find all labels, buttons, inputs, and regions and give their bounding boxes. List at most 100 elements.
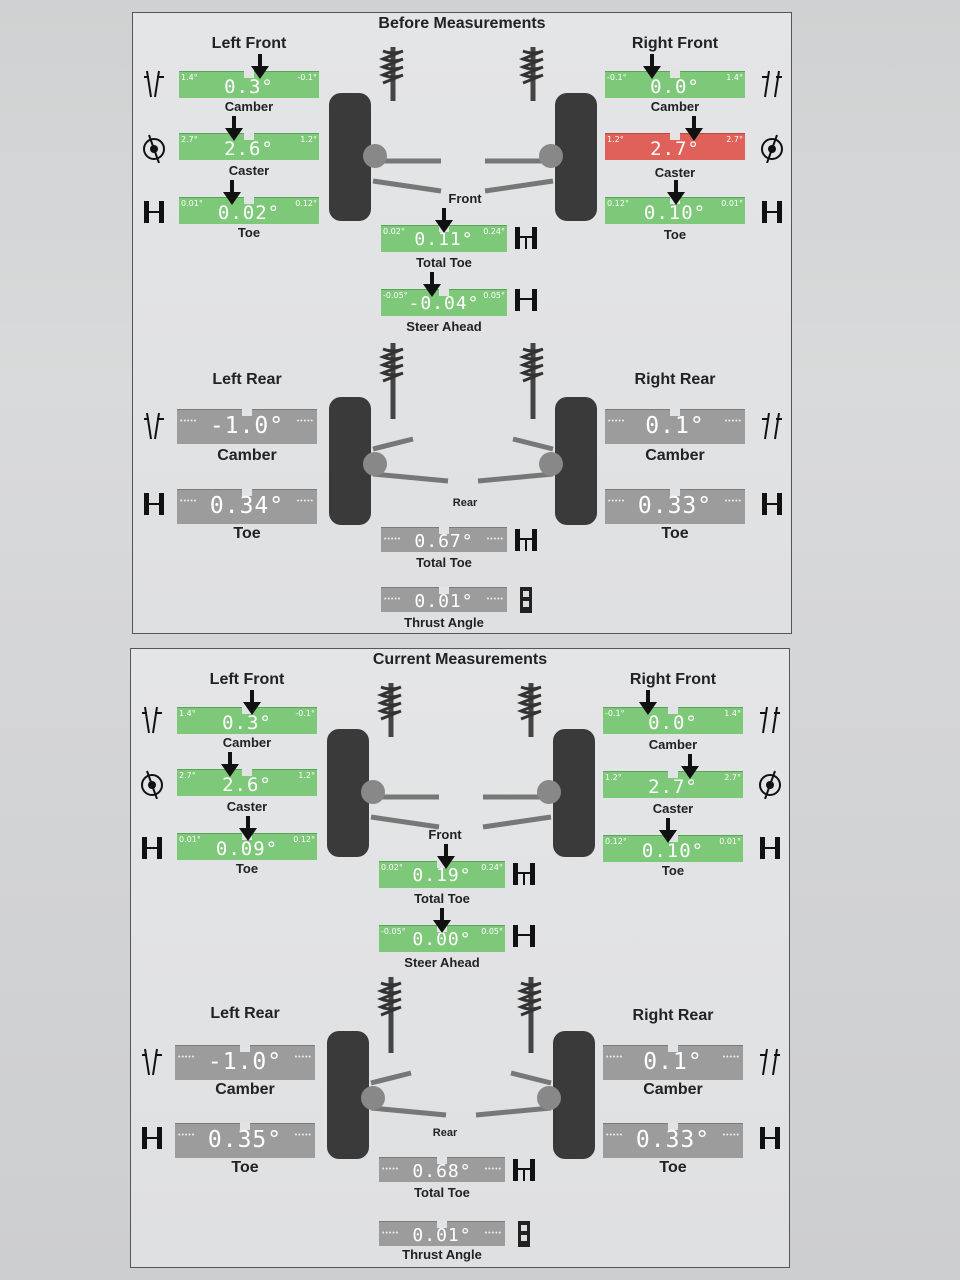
gauge-notch <box>240 1045 250 1052</box>
range-high: 0.12° <box>293 835 315 844</box>
right-rear-toe-gauge: •••••••••• 0.33° <box>603 1123 743 1158</box>
range-low: -0.1° <box>607 73 627 82</box>
camber-value: 0.3° <box>224 76 274 98</box>
right-front-caster-gauge: 1.2° 2.7° 2.7° <box>605 133 745 160</box>
total-toe-icon <box>511 859 537 889</box>
toe-label: Toe <box>231 1159 259 1176</box>
range-high: -0.1° <box>295 709 315 718</box>
right-front-heading: Right Front <box>629 671 717 688</box>
total-toe-value: 0.19° <box>412 865 472 886</box>
toe-label: Toe <box>661 525 689 542</box>
pointer-arrow-icon <box>685 116 703 141</box>
total-toe-label: Total Toe <box>414 1185 470 1200</box>
range-high: 1.2° <box>298 771 315 780</box>
caster-value: 2.7° <box>648 776 698 798</box>
range-low: 0.01° <box>181 199 203 208</box>
pointer-arrow-icon <box>639 690 657 715</box>
right-rear-toe-gauge: •••••••••• 0.33° <box>605 489 745 524</box>
toe-label: Toe <box>659 1159 687 1176</box>
range-high: 1.2° <box>300 135 317 144</box>
range-high: 0.24° <box>483 227 505 236</box>
range-high: 0.12° <box>295 199 317 208</box>
pointer-arrow-icon <box>437 844 455 869</box>
front-heading: Front <box>448 191 482 206</box>
total-toe-value: 0.11° <box>414 229 474 250</box>
toe-icon <box>139 833 165 863</box>
front-heading: Front <box>428 827 462 842</box>
camber-label: Camber <box>215 1081 275 1098</box>
left-rear-camber-gauge: •••••••••• -1.0° <box>177 409 317 444</box>
gauge-notch <box>670 489 680 496</box>
left-front-caster-gauge: 2.7° 1.2° 2.6° <box>177 769 317 796</box>
left-rear-heading: Left Rear <box>210 1005 280 1022</box>
caster-icon <box>759 133 785 164</box>
steer-ahead-value: -0.04° <box>408 293 480 314</box>
right-front-camber-gauge: -0.1° 1.4° 0.0° <box>603 707 743 734</box>
range-high: 0.05° <box>483 291 505 300</box>
range-low: 1.4° <box>179 709 196 718</box>
gauge-notch <box>242 489 252 496</box>
pointer-arrow-icon <box>643 54 661 79</box>
range-low: 0.12° <box>605 837 627 846</box>
camber-value: -1.0° <box>207 1049 283 1075</box>
toe-value: 0.09° <box>215 838 279 860</box>
left-rear-camber-gauge: •••••••••• -1.0° <box>175 1045 315 1080</box>
left-front-toe-gauge: 0.01° 0.12° 0.02° <box>179 197 319 224</box>
rear-total-toe-gauge: •••••••••• 0.67° <box>381 527 507 552</box>
steer-ahead-value: 0.00° <box>412 929 472 950</box>
right-rear-camber-gauge: •••••••••• 0.1° <box>603 1045 743 1080</box>
range-low: 0.02° <box>383 227 405 236</box>
left-front-heading: Left Front <box>211 35 287 52</box>
toe-value: 0.34° <box>209 493 285 519</box>
steer-ahead-label: Steer Ahead <box>404 955 480 970</box>
camber-icon <box>139 1047 165 1077</box>
camber-label: Camber <box>648 737 698 752</box>
gauge-notch <box>670 409 680 416</box>
range-low: 1.2° <box>605 773 622 782</box>
gauge-notch <box>668 1045 678 1052</box>
front-suspension-illustration <box>327 683 595 857</box>
toe-label: Toe <box>237 225 261 240</box>
camber-label: Camber <box>222 735 272 750</box>
range-high: 1.4° <box>726 73 743 82</box>
toe-label: Toe <box>233 525 261 542</box>
pointer-arrow-icon <box>221 752 239 777</box>
range-low: 0.02° <box>381 863 403 872</box>
right-front-caster-gauge: 1.2° 2.7° 2.7° <box>603 771 743 798</box>
toe-icon <box>757 833 783 863</box>
gauge-notch <box>437 1221 447 1228</box>
pointer-arrow-icon <box>667 180 685 205</box>
toe-label: Toe <box>661 863 685 878</box>
total-toe-icon <box>511 1155 537 1185</box>
pointer-arrow-icon <box>423 272 441 297</box>
pointer-arrow-icon <box>433 908 451 933</box>
camber-value: -1.0° <box>209 413 285 439</box>
pointer-arrow-icon <box>435 208 453 233</box>
toe-icon <box>141 197 167 227</box>
camber-value: 0.1° <box>643 1049 703 1075</box>
thrust-angle-label: Thrust Angle <box>402 1247 482 1262</box>
camber-value: 0.3° <box>222 712 272 734</box>
gauge-notch <box>670 71 680 78</box>
gauge-notch <box>240 1123 250 1130</box>
camber-icon <box>757 705 783 735</box>
camber-icon <box>141 69 167 99</box>
right-rear-heading: Right Rear <box>634 371 716 388</box>
gauge-notch <box>244 71 254 78</box>
caster-label: Caster <box>654 165 696 180</box>
right-front-camber-gauge: -0.1° 1.4° 0.0° <box>605 71 745 98</box>
toe-icon <box>759 489 785 519</box>
left-front-camber-gauge: 1.4° -0.1° 0.3° <box>179 71 319 98</box>
pointer-arrow-icon <box>239 816 257 841</box>
rear-suspension-illustration <box>329 343 597 525</box>
toe-icon <box>139 1123 165 1153</box>
range-high: 0.24° <box>481 863 503 872</box>
camber-label: Camber <box>645 447 705 464</box>
gauge-notch <box>244 197 254 204</box>
gauge-notch <box>244 133 254 140</box>
front-suspension-illustration <box>329 47 597 221</box>
gauge-notch <box>437 1157 447 1164</box>
right-rear-heading: Right Rear <box>632 1007 714 1024</box>
range-low: -0.1° <box>605 709 625 718</box>
pointer-arrow-icon <box>223 180 241 205</box>
